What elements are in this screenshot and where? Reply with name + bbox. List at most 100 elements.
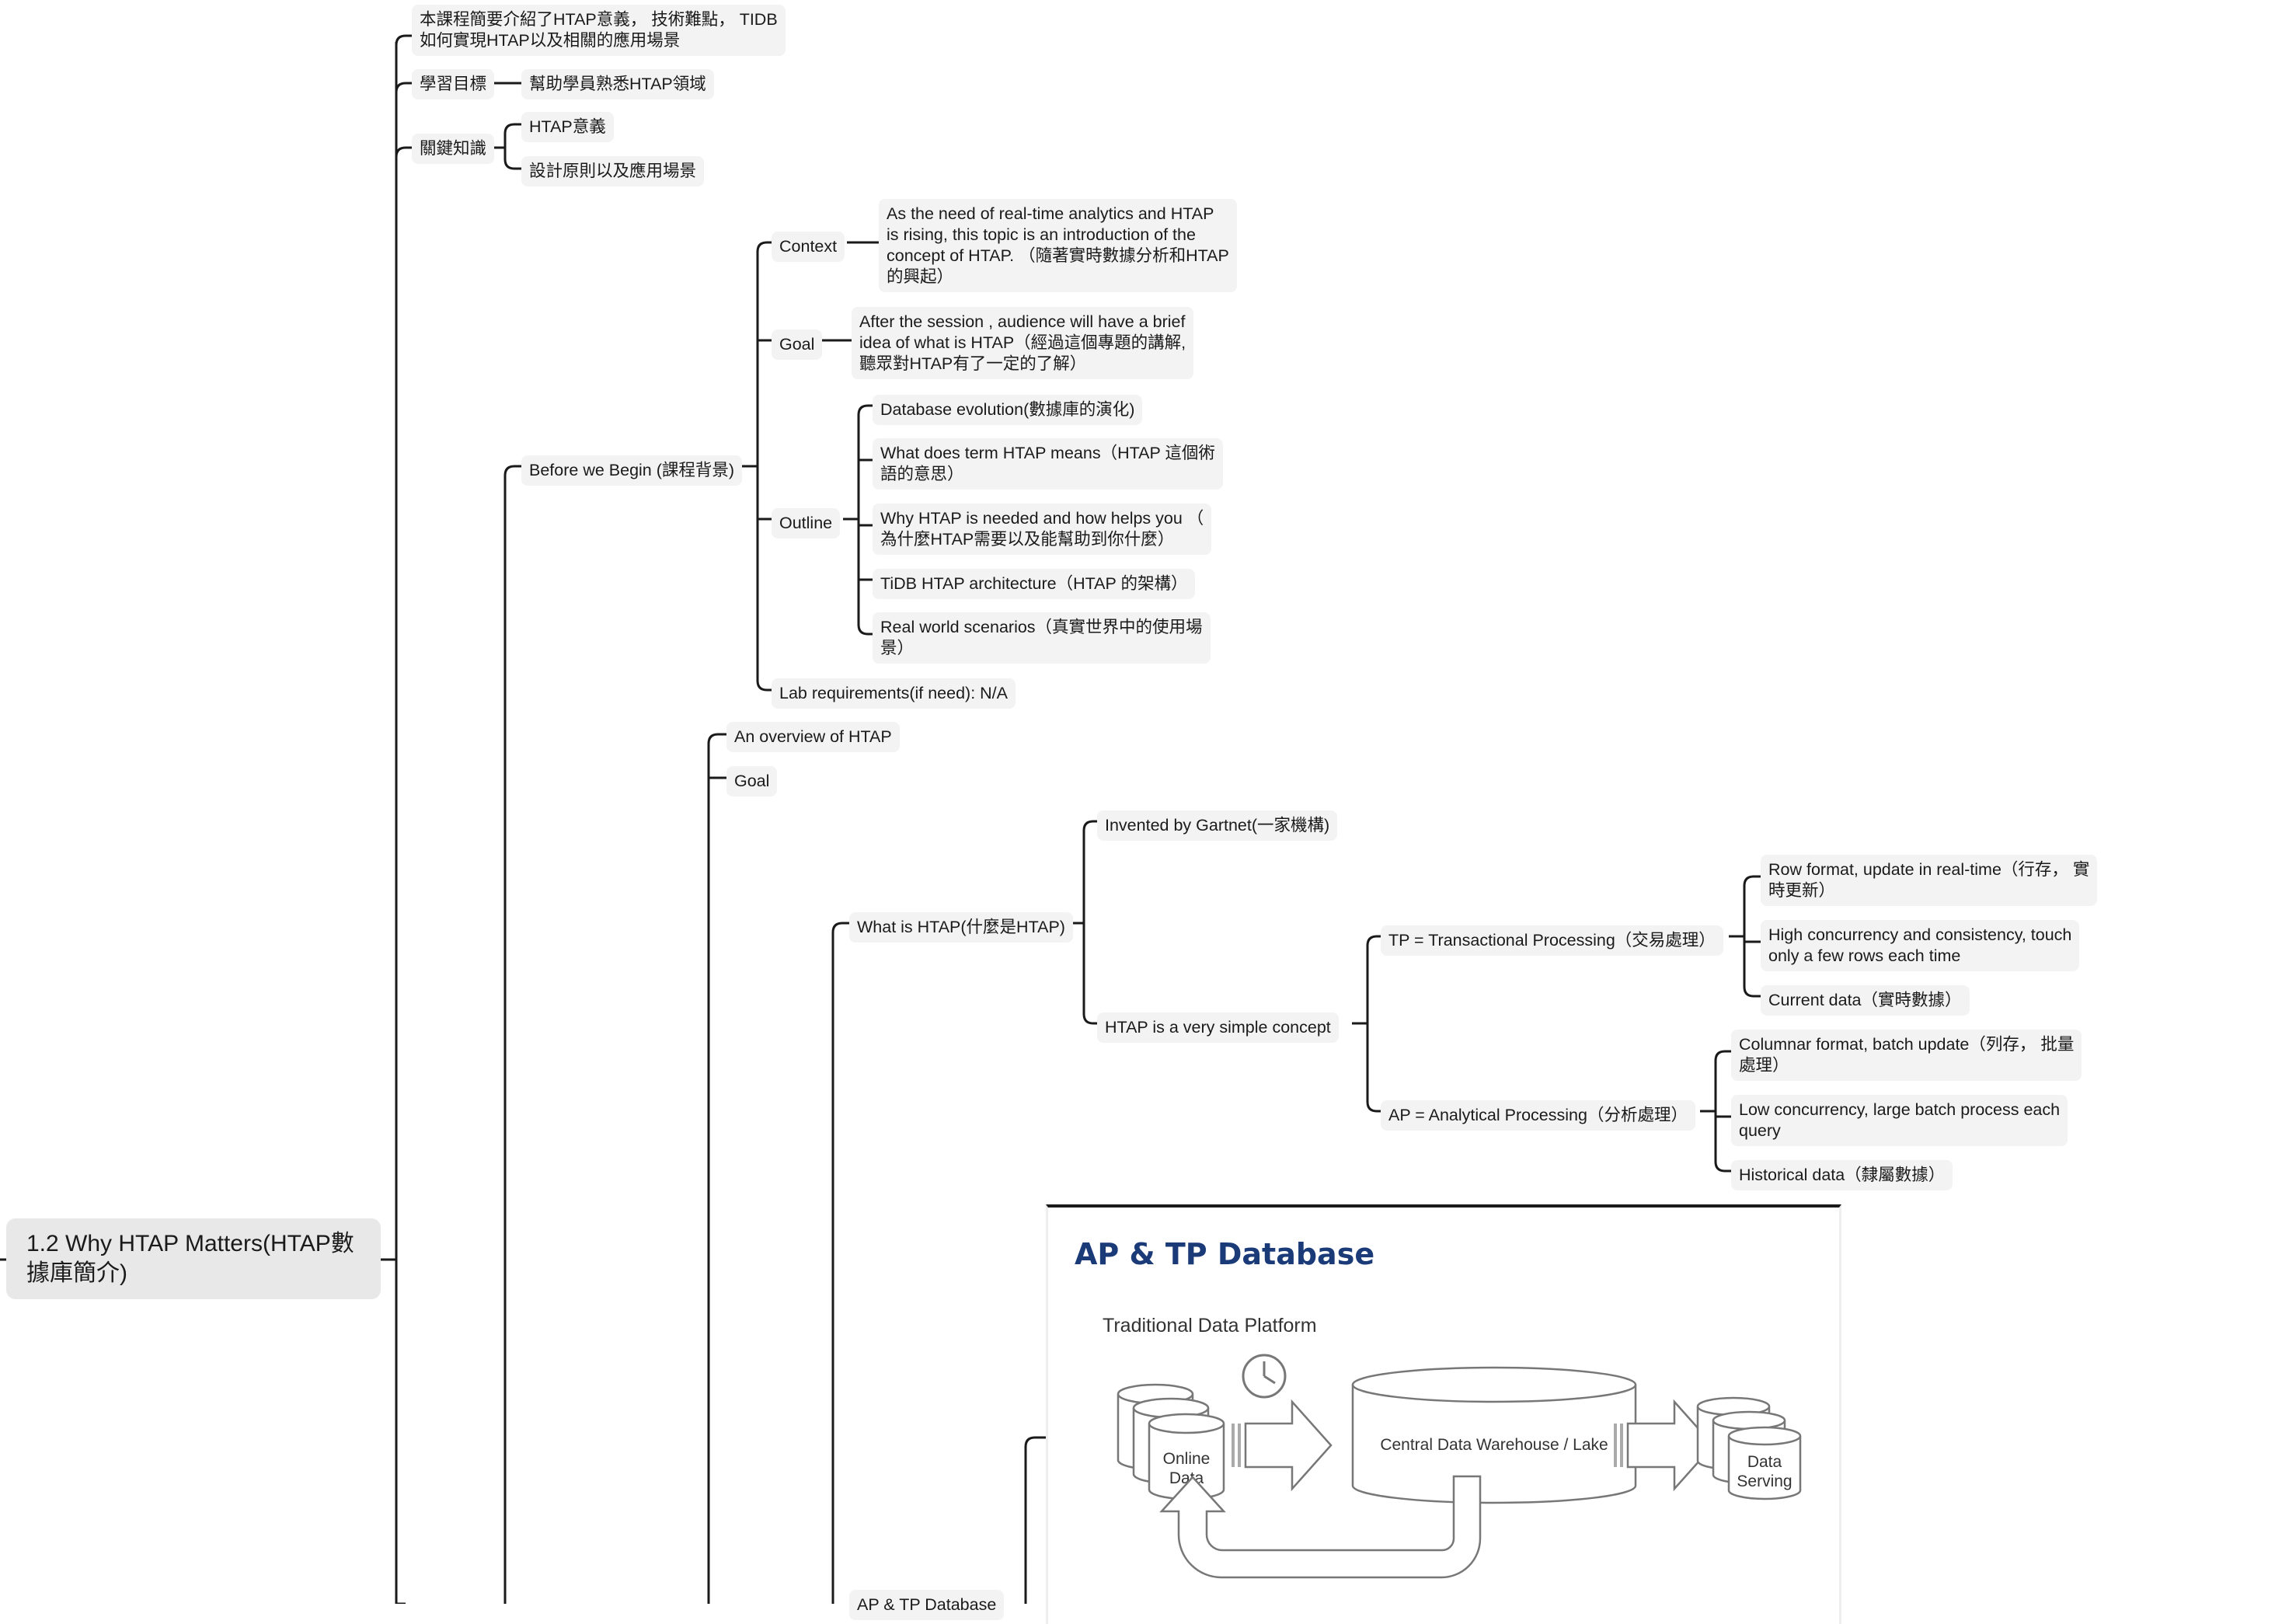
- topic-goal[interactable]: Goal: [772, 329, 823, 360]
- topic-label: Goal: [734, 772, 770, 790]
- topic-overview[interactable]: An overview of HTAP: [726, 722, 900, 752]
- topic-label: 設計原則以及應用場景: [529, 162, 697, 180]
- connector-line: [857, 404, 873, 416]
- topic-label: What does term HTAP means（HTAP 這個術: [880, 444, 1215, 462]
- data-serving-label: Data: [1747, 1453, 1782, 1471]
- topic-label: AP = Analytical Processing（分析處理）: [1388, 1106, 1688, 1124]
- topic-learning-goal-value[interactable]: 幫助學員熟悉HTAP領域: [521, 69, 714, 99]
- connector-line: [857, 624, 873, 636]
- topic-label: TiDB HTAP architecture（HTAP 的架構）: [880, 574, 1188, 593]
- clock-icon: [1242, 1354, 1287, 1399]
- topic-label: Row format, update in real-time（行存， 實: [1768, 860, 2090, 879]
- topic-label: TP = Transactional Processing（交易處理）: [1388, 931, 1716, 950]
- topic-tp-item[interactable]: Row format, update in real-time（行存， 實 時更…: [1761, 855, 2098, 906]
- topic-label: only a few rows each time: [1768, 946, 1961, 965]
- topic-label: After the session , audience will have a…: [859, 312, 1186, 331]
- topic-key-knowledge[interactable]: 關鍵知識: [412, 134, 495, 164]
- topic-label: What is HTAP(什麼是HTAP): [857, 918, 1065, 936]
- topic-tp-item[interactable]: Current data（實時數據）: [1761, 985, 1970, 1016]
- topic-label: Columnar format, batch update（列存， 批量: [1739, 1035, 2075, 1054]
- connector-line: [1024, 1436, 1046, 1604]
- topic-overview-goal[interactable]: Goal: [726, 766, 778, 796]
- topic-ap-item[interactable]: Columnar format, batch update（列存， 批量 處理）: [1731, 1030, 2082, 1081]
- topic-ap-tp-database[interactable]: AP & TP Database: [849, 1590, 1005, 1620]
- topic-label: is rising, this topic is an introduction…: [887, 225, 1196, 244]
- root-topic-label: 1.2 Why HTAP Matters(HTAP數據庫簡介): [26, 1231, 354, 1286]
- topic-key-knowledge-item[interactable]: 設計原則以及應用場景: [521, 156, 705, 186]
- connector-line: [831, 922, 849, 1604]
- connector-line: [1366, 935, 1381, 946]
- topic-label: 景）: [880, 639, 915, 657]
- topic-before-we-begin[interactable]: Before we Begin (課程背景): [521, 455, 743, 486]
- topic-key-knowledge-item[interactable]: HTAP意義: [521, 112, 614, 142]
- topic-label: HTAP意義: [529, 117, 606, 136]
- topic-label: 學習目標: [420, 75, 487, 93]
- topic-label: 處理）: [1739, 1056, 1789, 1075]
- topic-label: 的興起）: [887, 267, 954, 286]
- topic-ap-item[interactable]: Low concurrency, large batch process eac…: [1731, 1095, 2068, 1146]
- topic-context[interactable]: Context: [772, 232, 845, 262]
- topic-outline-item[interactable]: What does term HTAP means（HTAP 這個術 語的意思）: [873, 438, 1223, 490]
- topic-label: Invented by Gartnet(一家機構): [1105, 816, 1330, 835]
- connector-line: [503, 123, 521, 134]
- connector-line: [756, 680, 772, 692]
- topic-context-value[interactable]: As the need of real-time analytics and H…: [879, 199, 1237, 292]
- topic-label: AP & TP Database: [857, 1595, 997, 1614]
- topic-label: Before we Begin (課程背景): [529, 461, 735, 479]
- topic-simple-concept[interactable]: HTAP is a very simple concept: [1097, 1012, 1339, 1043]
- topic-lab-requirements[interactable]: Lab requirements(if need): N/A: [772, 678, 1016, 709]
- arrow-right-icon: [1614, 1399, 1715, 1492]
- connector-line: [395, 34, 412, 46]
- connector-line: [756, 241, 772, 253]
- topic-outline-item[interactable]: Why HTAP is needed and how helps you （ 為…: [873, 504, 1212, 555]
- data-serving-label: Serving: [1737, 1472, 1792, 1490]
- topic-label: Lab requirements(if need): N/A: [779, 684, 1008, 702]
- topic-invented-by[interactable]: Invented by Gartnet(一家機構): [1097, 810, 1338, 841]
- connector-line: [1082, 1013, 1097, 1025]
- topic-tp-item[interactable]: High concurrency and consistency, touch …: [1761, 920, 2080, 971]
- topic-label: 聽眾對HTAP有了一定的了解）: [859, 354, 1087, 373]
- topic-label: 關鍵知識: [420, 139, 487, 158]
- topic-label: HTAP is a very simple concept: [1105, 1018, 1331, 1037]
- topic-label: Real world scenarios（真實世界中的使用場: [880, 618, 1203, 636]
- topic-learning-goal[interactable]: 學習目標: [412, 69, 495, 99]
- connector-line: [1714, 1161, 1731, 1173]
- topic-label: 本課程簡要介紹了HTAP意義， 技術難點， TIDB: [420, 10, 778, 29]
- topic-ap[interactable]: AP = Analytical Processing（分析處理）: [1381, 1100, 1695, 1131]
- topic-outline-item[interactable]: TiDB HTAP architecture（HTAP 的架構）: [873, 569, 1196, 599]
- root-topic[interactable]: 1.2 Why HTAP Matters(HTAP數據庫簡介): [6, 1218, 381, 1299]
- online-data-database-icon: Online Data: [1117, 1383, 1225, 1500]
- topic-course-summary[interactable]: 本課程簡要介紹了HTAP意義， 技術難點， TIDB 如何實現HTAP以及相關的…: [412, 5, 786, 56]
- topic-label: 時更新）: [1768, 881, 1836, 900]
- topic-label: idea of what is HTAP（經過這個專題的講解,: [859, 333, 1186, 352]
- topic-label: Goal: [779, 335, 815, 354]
- slide-title: AP & TP Database: [1075, 1237, 1375, 1271]
- topic-label: 為什麼HTAP需要以及能幫助到你什麼）: [880, 530, 1175, 549]
- connector-line: [1082, 820, 1097, 831]
- connector-line: [395, 146, 412, 158]
- connector-line: [503, 159, 521, 170]
- topic-label: 幫助學員熟悉HTAP領域: [529, 75, 706, 93]
- topic-outline[interactable]: Outline: [772, 508, 841, 538]
- topic-label: An overview of HTAP: [734, 727, 892, 746]
- topic-label: Context: [779, 237, 838, 256]
- ap-tp-database-slide-image[interactable]: AP & TP Database Traditional Data Platfo…: [1046, 1204, 1841, 1624]
- topic-ap-item[interactable]: Historical data（隸屬數據）: [1731, 1160, 1953, 1190]
- topic-label: Low concurrency, large batch process eac…: [1739, 1100, 2061, 1119]
- traditional-data-platform-diagram: .cyl { fill: #ffffff; stroke: #777777; s…: [1117, 1354, 1802, 1579]
- connector-line: [395, 82, 412, 93]
- topic-outline-item[interactable]: Real world scenarios（真實世界中的使用場 景）: [873, 612, 1211, 664]
- topic-tp[interactable]: TP = Transactional Processing（交易處理）: [1381, 925, 1723, 956]
- topic-outline-item[interactable]: Database evolution(數據庫的演化): [873, 395, 1143, 425]
- online-data-label: Online: [1163, 1450, 1211, 1468]
- connector-line: [1743, 875, 1761, 887]
- topic-label: Historical data（隸屬數據）: [1739, 1166, 1946, 1184]
- topic-goal-value[interactable]: After the session , audience will have a…: [852, 307, 1194, 379]
- topic-label: query: [1739, 1121, 1781, 1140]
- feedback-arrow-icon: [1159, 1475, 1482, 1579]
- data-serving-database-icon: Data Serving: [1696, 1396, 1802, 1500]
- topic-what-is-htap[interactable]: What is HTAP(什麼是HTAP): [849, 912, 1073, 943]
- connector-line: [707, 733, 726, 1604]
